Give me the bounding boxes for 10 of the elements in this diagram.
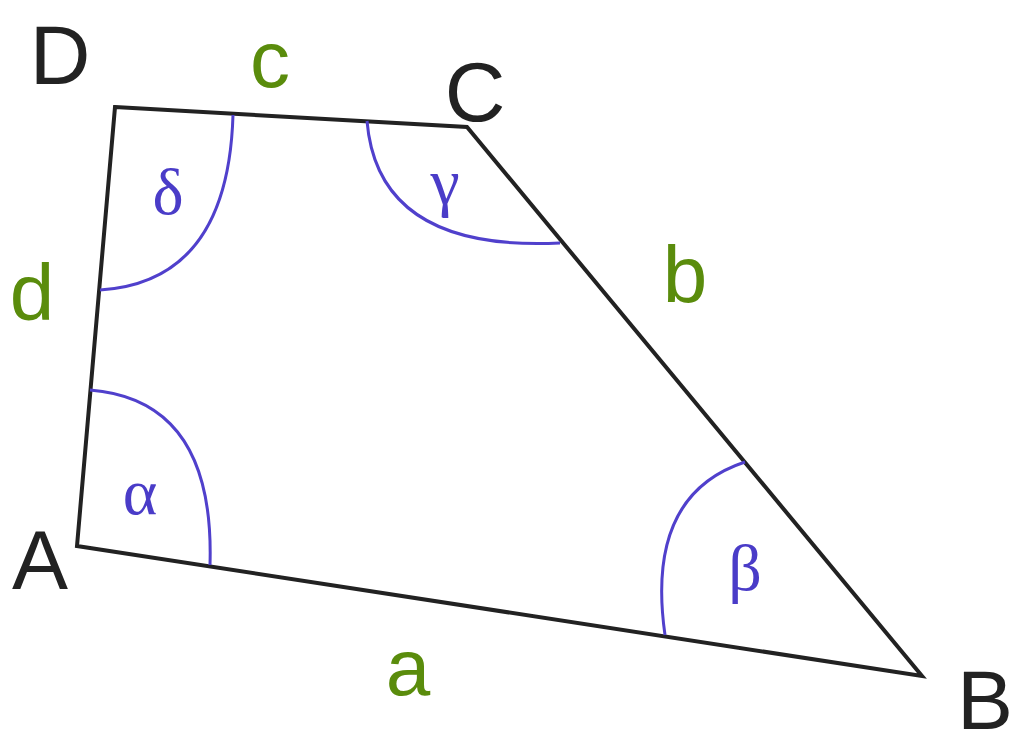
side-label: c [250, 20, 290, 100]
vertex-label: A [12, 518, 68, 602]
angle-label: α [122, 459, 158, 525]
side-label: d [9, 253, 55, 333]
side-label: a [385, 628, 431, 708]
vertex-label: D [29, 13, 91, 97]
vertex-label: B [957, 658, 1013, 736]
side-label: b [662, 235, 708, 315]
vertex-label: C [444, 50, 506, 134]
angle-label: δ [152, 159, 184, 225]
